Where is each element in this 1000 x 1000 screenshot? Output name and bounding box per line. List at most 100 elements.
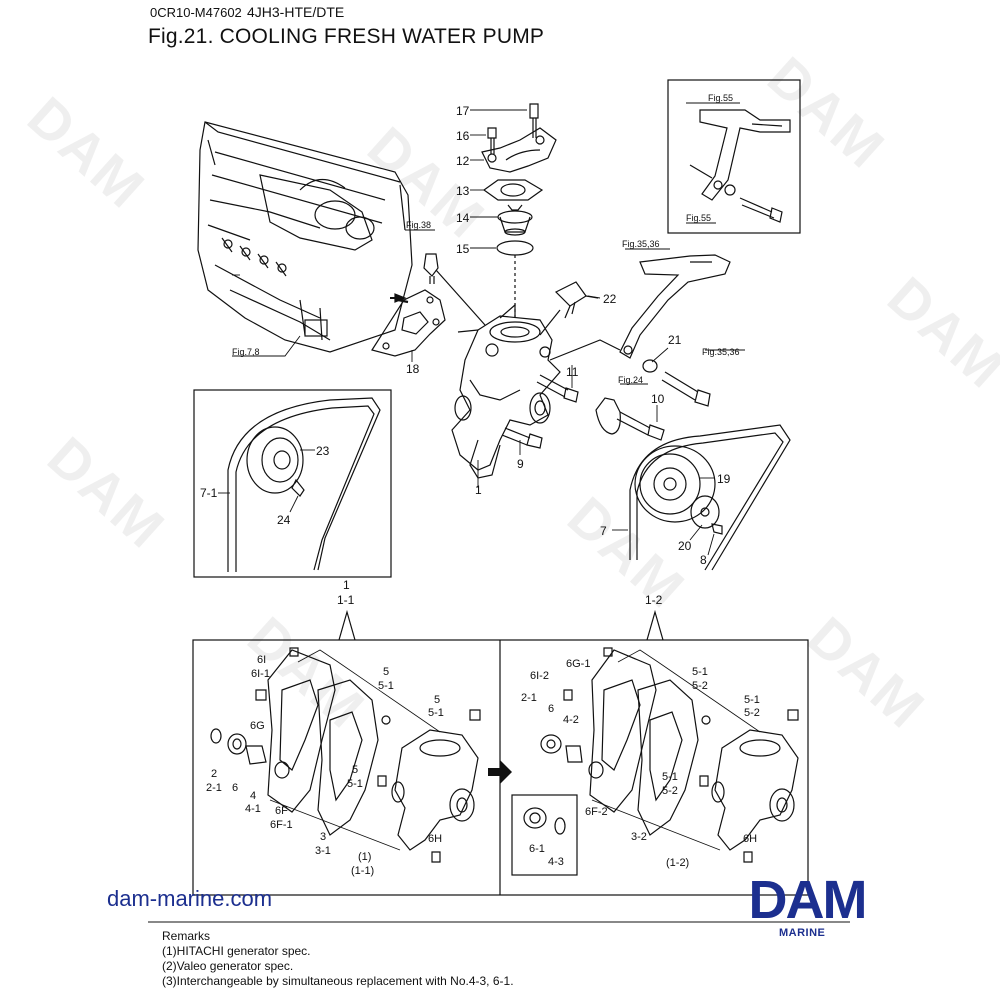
subassembly-brackets	[338, 609, 664, 641]
pump-gasket-18	[371, 289, 446, 357]
bracket-fig55	[689, 109, 791, 223]
lbl-r-6H: 6H	[743, 833, 757, 845]
website-link[interactable]: dam-marine.com	[107, 886, 273, 911]
lbl-4-1: 4-1	[245, 803, 261, 815]
ref-fig38: Fig.38	[406, 220, 431, 230]
lbl-6I-1: 6I-1	[251, 668, 270, 680]
variant-1-1-label: 1-1	[337, 593, 355, 607]
callout-19: 19	[717, 472, 731, 486]
lbl-5-1-a: 5-1	[378, 680, 394, 692]
lbl-2: 2	[211, 768, 217, 780]
variant-1-1-exploded	[210, 647, 481, 863]
engine-model: 4JH3-HTE/DTE	[247, 4, 345, 20]
lbl-r-6: 6	[548, 703, 554, 715]
callout-17: 17	[456, 104, 470, 118]
lbl-6G: 6G	[250, 720, 265, 732]
callout-15: 15	[456, 242, 470, 256]
remarks-block: Remarks (1)HITACHI generator spec. (2)Va…	[162, 929, 514, 989]
lbl-4: 4	[250, 790, 256, 802]
water-pump-body-1	[451, 303, 561, 479]
lbl-r-6-1: 6-1	[529, 843, 545, 855]
callout-7-1: 7-1	[200, 486, 218, 500]
variant-change-arrow-icon	[488, 760, 512, 784]
lbl-r-5-1-c: 5-1	[662, 771, 678, 783]
fig55-inset-box	[667, 79, 801, 234]
remark-item: (3)Interchangeable by simultaneous repla…	[162, 974, 514, 988]
lbl-6F: 6F	[275, 805, 288, 817]
remark-item: (2)Valeo generator spec.	[162, 959, 294, 973]
callout-24: 24	[277, 513, 291, 527]
sensor-fig38	[423, 253, 486, 326]
lbl-6G-1: 6G-1	[566, 658, 590, 670]
callout-7: 7	[600, 524, 607, 538]
bolt-9	[501, 427, 543, 449]
temperature-switch-22	[539, 281, 599, 336]
lbl-r-6F-2: 6F-2	[585, 806, 608, 818]
callout-10: 10	[651, 392, 665, 406]
lbl-r-2-1: 2-1	[521, 692, 537, 704]
callout-9: 9	[517, 457, 524, 471]
callout-leaders	[218, 102, 745, 556]
lbl-paren-1: (1)	[358, 851, 371, 863]
lbl-5-1-c: 5-1	[347, 778, 363, 790]
belt-inset-box	[193, 389, 392, 578]
bolt-fig35-36	[661, 371, 711, 407]
lbl-r-5-1-b: 5-1	[744, 694, 760, 706]
callout-21: 21	[668, 333, 682, 347]
callout-14: 14	[456, 211, 470, 225]
callout-16: 16	[456, 129, 470, 143]
lbl-6F-1: 6F-1	[270, 819, 293, 831]
belt-inset-pulley	[227, 397, 381, 572]
lbl-paren-1-2: (1-2)	[666, 857, 689, 869]
lbl-5-c: 5	[352, 764, 358, 776]
callout-13: 13	[456, 184, 470, 198]
callout-11: 11	[566, 365, 579, 379]
lbl-6H: 6H	[428, 833, 442, 845]
ref-fig7-8: Fig.7,8	[232, 347, 260, 357]
lbl-6: 6	[232, 782, 238, 794]
logo-wordmark: DAM	[748, 870, 868, 930]
dam-marine-logo: DAM MARINE	[717, 873, 897, 943]
lbl-2-1: 2-1	[206, 782, 222, 794]
variant-1-label: 1	[343, 578, 350, 592]
lbl-3: 3	[320, 831, 326, 843]
variant-1-2-label: 1-2	[645, 593, 663, 607]
lbl-5-a: 5	[383, 666, 389, 678]
variant-1-2-exploded	[511, 647, 799, 876]
lbl-r-5-2-c: 5-2	[662, 785, 678, 797]
callout-12: 12	[456, 154, 470, 168]
callout-22: 22	[603, 292, 617, 306]
bracket-fig35-36	[549, 254, 731, 361]
ref-fig24: Fig.24	[618, 375, 643, 385]
lbl-r-5-1-a: 5-1	[692, 666, 708, 678]
thermostat-cover-stack	[481, 103, 557, 320]
lbl-r-4-2: 4-2	[563, 714, 579, 726]
callout-8: 8	[700, 553, 707, 567]
logo-subtitle: MARINE	[779, 927, 826, 939]
lbl-r-5-2-a: 5-2	[692, 680, 708, 692]
ref-fig35-36-top: Fig.35,36	[622, 239, 660, 249]
lbl-r-4-3: 4-3	[548, 856, 564, 868]
engine-cylinder-head-illustration	[197, 121, 413, 353]
ref-fig35-36-right: Fig.35,36	[702, 347, 740, 357]
lbl-r-3-2: 3-2	[631, 831, 647, 843]
callout-20: 20	[678, 539, 692, 553]
pulley-and-belt-assembly	[629, 424, 791, 571]
lbl-6I-2: 6I-2	[530, 670, 549, 682]
lbl-r-5-2-b: 5-2	[744, 707, 760, 719]
lbl-paren-1-1: (1-1)	[351, 865, 374, 877]
figure-title: Fig.21. COOLING FRESH WATER PUMP	[148, 25, 545, 48]
callout-1: 1	[475, 483, 482, 497]
lbl-5-1-b: 5-1	[428, 707, 444, 719]
clamp-fig24	[595, 397, 621, 435]
bolt-10	[616, 411, 665, 441]
lbl-6I: 6I	[257, 654, 266, 666]
ref-fig55-bottom: Fig.55	[686, 213, 711, 223]
remarks-title: Remarks	[162, 929, 211, 943]
callout-18: 18	[406, 362, 420, 376]
washer-21	[642, 359, 658, 373]
remark-item: (1)HITACHI generator spec.	[162, 944, 311, 958]
bolt-11	[536, 374, 579, 403]
